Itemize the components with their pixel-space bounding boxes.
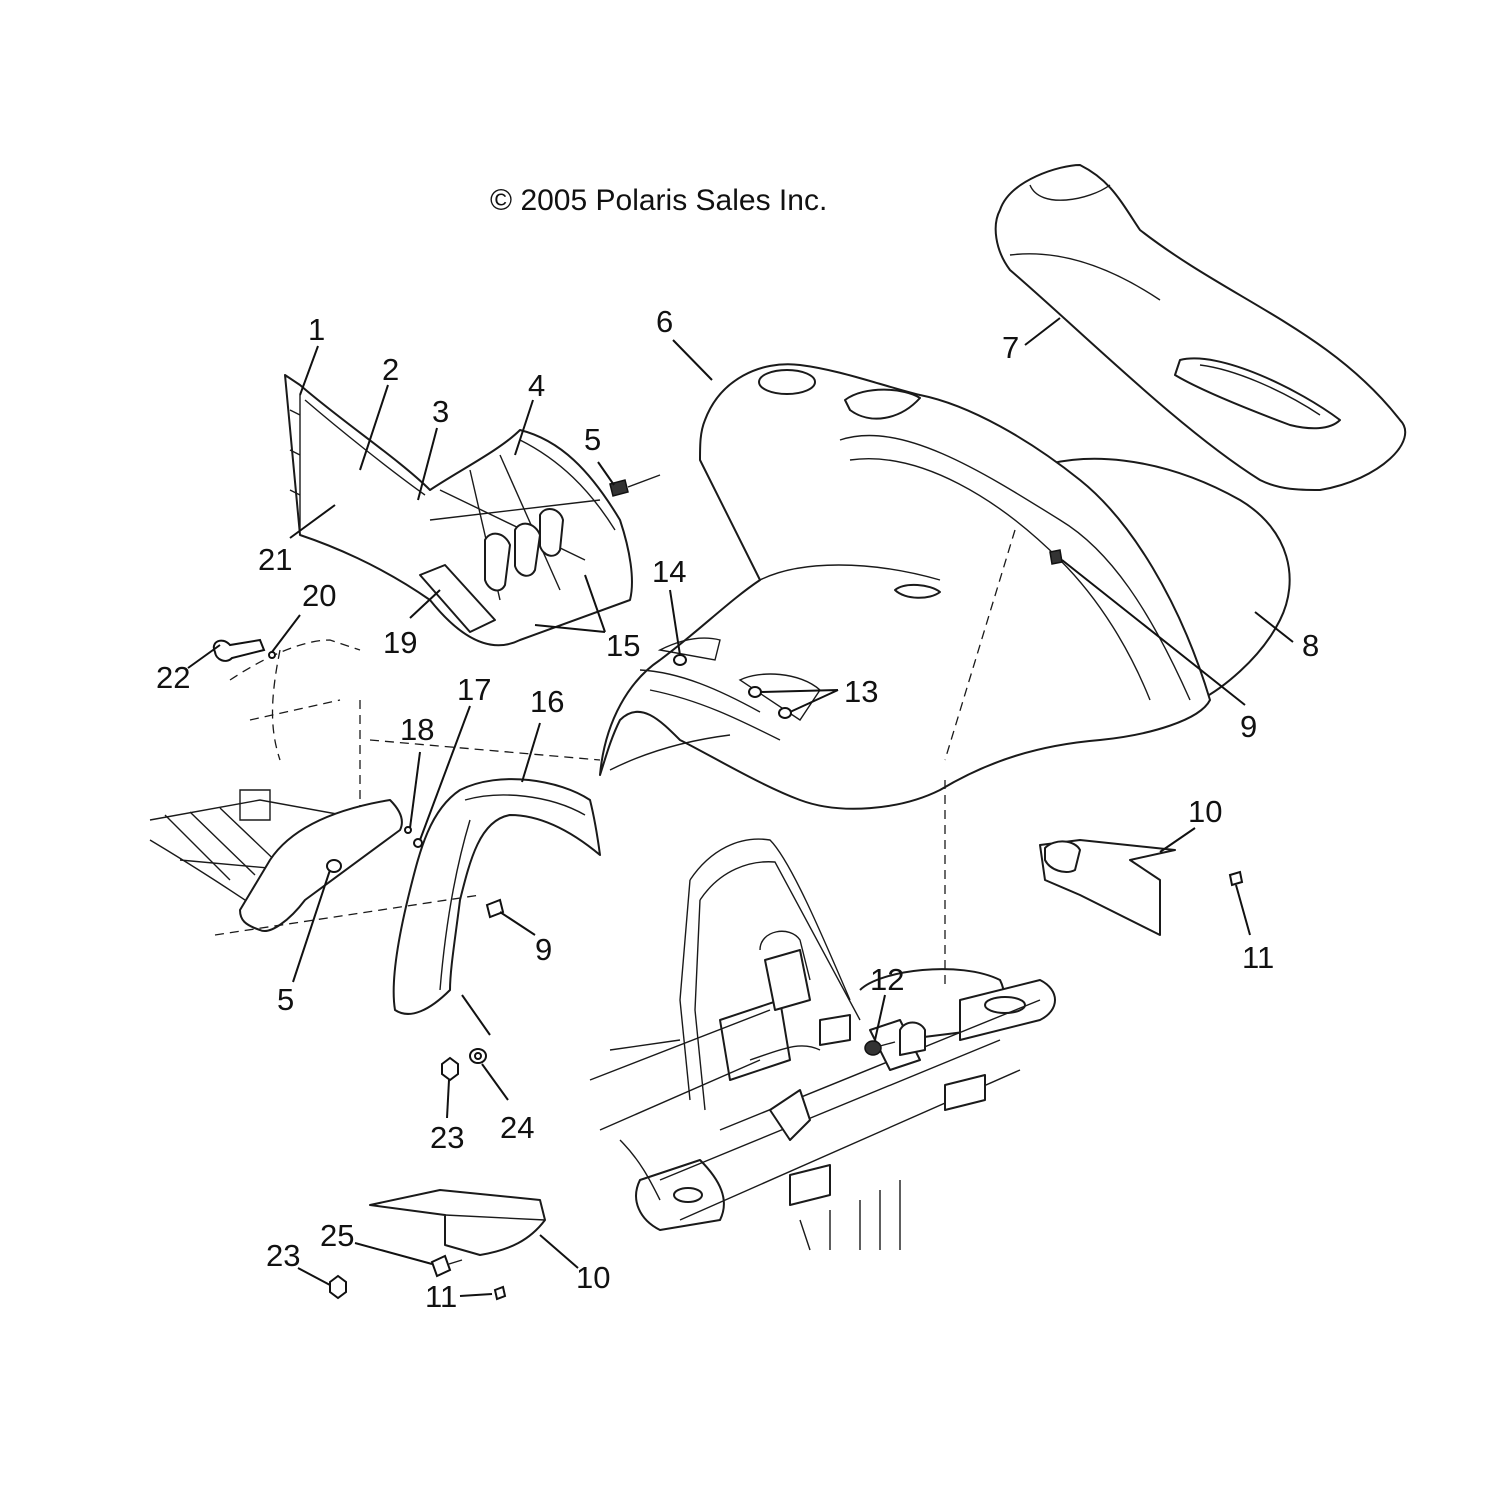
callout-20: 20 (302, 578, 336, 613)
leader-11a (1235, 884, 1251, 936)
leader-20 (271, 614, 301, 653)
callout-18: 18 (400, 712, 434, 747)
leader-10b (539, 1234, 579, 1269)
leader-9b (499, 911, 536, 936)
callout-25: 25 (320, 1218, 354, 1253)
left-footrest (149, 639, 601, 936)
leader-5b (292, 869, 331, 983)
callout-16: 16 (530, 684, 564, 719)
seat (994, 164, 1407, 491)
callout-23b: 23 (266, 1238, 300, 1273)
callout-17: 17 (457, 672, 491, 707)
callout-11a: 11 (1242, 940, 1274, 975)
leader-9a (1061, 559, 1246, 706)
callout-5b: 5 (277, 982, 294, 1017)
leader-11b (459, 1293, 493, 1297)
callout-9a: 9 (1240, 709, 1257, 744)
leader-10a (1159, 827, 1196, 853)
callout-10b: 10 (576, 1260, 610, 1295)
callout-7: 7 (1002, 330, 1019, 365)
callout-10a: 10 (1188, 794, 1222, 829)
leader-22 (187, 644, 221, 669)
leader-3 (417, 427, 438, 501)
leader-17 (419, 705, 471, 841)
callout-1: 1 (308, 312, 325, 347)
callout-2: 2 (382, 352, 399, 387)
callout-21: 21 (258, 542, 292, 577)
callout-13: 13 (844, 674, 878, 709)
left-footwell-panel (284, 374, 633, 647)
callout-12: 12 (870, 962, 904, 997)
leader-6 (672, 339, 713, 381)
leader-2 (359, 384, 389, 471)
callout-24: 24 (500, 1110, 534, 1145)
leader-5a (597, 461, 615, 486)
callout-22: 22 (156, 660, 190, 695)
leader-15 (534, 574, 606, 633)
callout-11b: 11 (425, 1279, 457, 1314)
callout-23a: 23 (430, 1120, 464, 1155)
frame (589, 529, 1056, 1251)
leader-16 (521, 722, 541, 783)
hardware (212, 474, 1244, 1301)
callout-6: 6 (656, 304, 673, 339)
leader-25 (354, 1242, 433, 1265)
callout-labels: 1 2 3 4 5 5 6 7 8 9 9 10 10 11 11 12 13 … (156, 304, 1319, 1314)
callout-9b: 9 (535, 932, 552, 967)
leader-13 (759, 689, 839, 713)
leader-1 (299, 345, 319, 396)
callout-19: 19 (383, 625, 417, 660)
rear-bracket (1039, 839, 1176, 936)
leader-24-axis (461, 994, 491, 1036)
lower-skid-plate (369, 1189, 546, 1256)
callout-14: 14 (652, 554, 686, 589)
leader-23a (446, 1079, 450, 1119)
leader-4 (514, 399, 534, 456)
leader-lines (187, 317, 1294, 1297)
callout-3: 3 (432, 394, 449, 429)
callout-5a: 5 (584, 422, 601, 457)
callout-15: 15 (606, 628, 640, 663)
leader-21 (289, 504, 336, 539)
callout-8: 8 (1302, 628, 1319, 663)
copyright-notice: © 2005 Polaris Sales Inc. (490, 184, 827, 217)
leader-18 (409, 751, 421, 829)
front-body (599, 363, 1211, 810)
leader-7 (1024, 317, 1061, 346)
leader-24 (481, 1063, 509, 1101)
fender-flare (392, 778, 601, 1015)
leader-23b (297, 1267, 331, 1286)
callout-4: 4 (528, 368, 545, 403)
leader-14 (669, 589, 681, 656)
leader-19 (409, 589, 441, 619)
leader-8 (1254, 611, 1294, 643)
leader-12 (874, 994, 886, 1041)
